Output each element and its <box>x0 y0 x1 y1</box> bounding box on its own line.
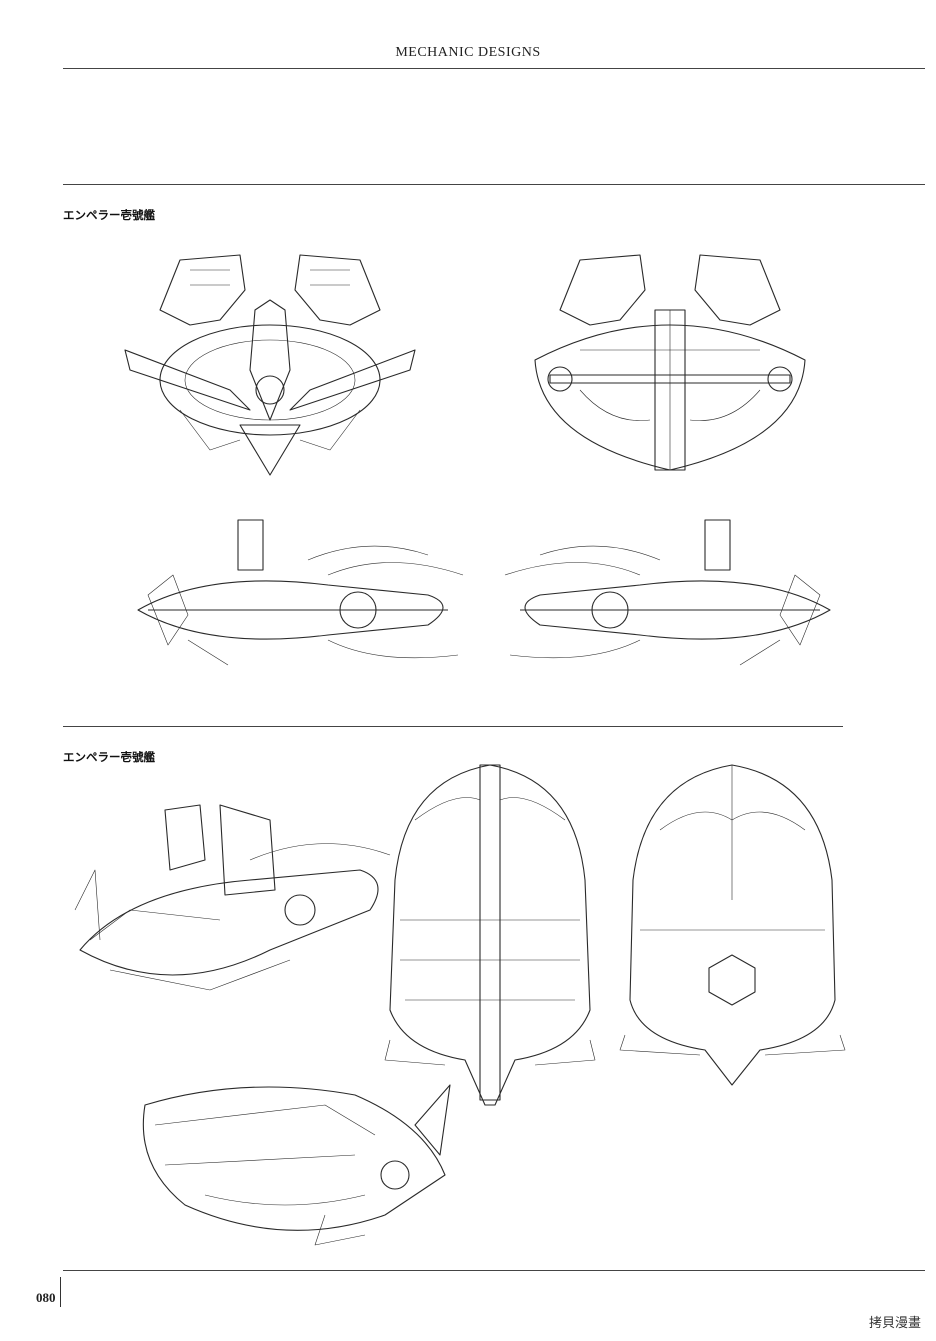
ship-front-view <box>124 254 416 476</box>
ship-top-view <box>384 764 596 1106</box>
ship-perspective-view-upper <box>74 804 391 991</box>
section-1-top-rule <box>63 184 925 185</box>
footer-rule <box>63 1270 925 1271</box>
ship-side-view-right <box>504 519 831 666</box>
watermark: 拷貝漫畫 <box>862 1314 928 1334</box>
header-rule <box>63 68 925 69</box>
section-2-top-rule <box>63 726 843 727</box>
section-1-caption: エンペラー壱號艦 <box>63 208 155 222</box>
ship-side-view-left <box>137 519 464 666</box>
ship-rear-view <box>534 254 806 471</box>
ship-perspective-view-lower <box>142 1084 451 1246</box>
ship-bottom-view <box>619 764 846 1086</box>
page-number-divider <box>60 1277 61 1307</box>
section-2-caption: エンペラー壱號艦 <box>63 750 155 764</box>
page-header-title: MECHANIC DESIGNS <box>395 45 541 60</box>
page-number: 080 <box>36 1290 56 1305</box>
